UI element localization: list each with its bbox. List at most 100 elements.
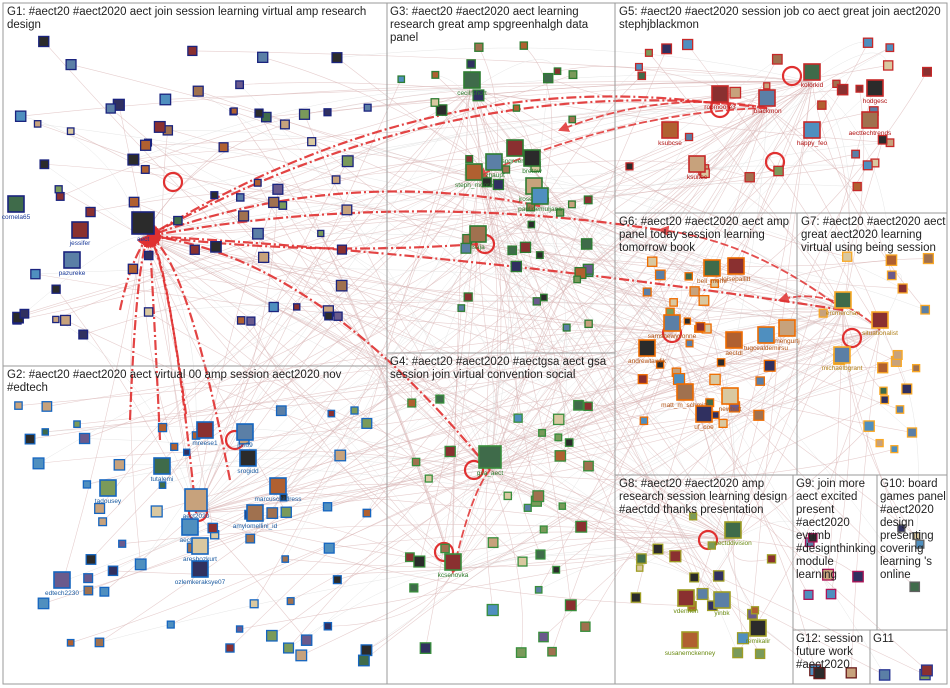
node-avatar: [567, 200, 576, 209]
edge: [35, 273, 673, 334]
node-avatar: [254, 108, 264, 118]
node-avatar: [895, 405, 905, 414]
node-label: steph_moore: [455, 182, 493, 189]
strong-edge: [557, 101, 768, 132]
node-avatar: [363, 103, 372, 112]
node-avatar: [684, 272, 693, 281]
edge: [147, 142, 734, 541]
node-avatar: [317, 229, 325, 238]
node-avatar: [323, 621, 333, 631]
node-avatar: [507, 245, 518, 256]
edge: [541, 107, 768, 434]
node-avatar: [716, 358, 726, 367]
edge: [477, 243, 928, 671]
node-avatar: [37, 597, 50, 610]
edge: [133, 89, 473, 160]
edge: [88, 332, 673, 579]
edge: [336, 57, 541, 207]
labelled-node-avatar: [871, 311, 889, 329]
node-label: ksuitec: [687, 174, 708, 181]
node-avatar: [246, 316, 256, 326]
node-label: loisepallitt: [722, 276, 751, 283]
node-avatar: [568, 70, 578, 80]
node-avatar: [583, 195, 593, 205]
edge: [671, 71, 928, 334]
labelled-node-avatar: [681, 631, 699, 649]
node-avatar: [818, 308, 828, 318]
edges-layer: [16, 41, 929, 676]
node-avatar: [513, 413, 523, 423]
node-avatar: [906, 427, 918, 438]
labelled-node-avatar: [131, 211, 155, 235]
labelled-node-avatar: [184, 488, 208, 512]
labelled-node-avatar: [63, 251, 81, 269]
node-avatar: [266, 507, 279, 519]
edge: [539, 205, 558, 298]
node-avatar: [753, 409, 765, 421]
edge: [635, 81, 813, 598]
labelled-node-avatar: [695, 405, 713, 423]
edge: [195, 512, 693, 607]
strong-edge: [146, 230, 844, 312]
edge: [471, 59, 558, 91]
node-avatar: [540, 293, 548, 302]
node-avatar: [105, 103, 116, 114]
node-avatar: [851, 149, 861, 159]
node-avatar: [922, 66, 932, 77]
node-avatar: [575, 520, 588, 533]
edge: [195, 367, 917, 514]
node-avatar: [542, 72, 554, 84]
node-avatar: [32, 457, 45, 470]
edge: [284, 175, 479, 560]
self-loop: [463, 459, 485, 481]
node-label: aecttechtrends: [849, 130, 892, 137]
edge: [489, 364, 661, 471]
edge: [752, 81, 813, 615]
strong-edge: [146, 190, 541, 239]
edge: [589, 81, 813, 274]
edge: [195, 512, 410, 558]
edge: [539, 205, 810, 543]
node-avatar: [307, 137, 317, 147]
edge: [239, 82, 473, 91]
edge: [24, 81, 813, 315]
node-avatar: [14, 110, 27, 122]
edge: [477, 243, 926, 310]
edge: [366, 243, 479, 514]
edge: [142, 162, 875, 237]
node-avatar: [822, 568, 835, 581]
node-avatar: [654, 269, 666, 281]
node-avatar: [552, 565, 561, 574]
edge: [195, 483, 508, 514]
node-avatar: [140, 164, 150, 174]
node-avatar: [912, 532, 921, 541]
labelled-node-avatar: [725, 331, 743, 349]
node-avatar: [409, 583, 419, 593]
edge: [477, 175, 677, 373]
node-avatar: [281, 555, 290, 563]
group-label-g4: G4: #aect20 #aect2020 #aectgsa aect gsa …: [390, 356, 607, 381]
node-avatar: [642, 287, 652, 297]
node-avatar: [457, 304, 466, 312]
edge: [277, 189, 673, 334]
node-label: amylomellini_id: [233, 523, 278, 530]
edge: [477, 160, 750, 178]
node-avatar: [466, 59, 476, 69]
node-avatar: [682, 38, 694, 51]
node-avatar: [54, 185, 63, 194]
edge: [90, 189, 541, 213]
node-avatar: [877, 134, 888, 145]
edge: [811, 52, 889, 83]
edge: [687, 307, 844, 322]
node-avatar: [268, 301, 279, 313]
node-avatar: [763, 82, 771, 90]
node-label: ozlemkeraksye07: [175, 579, 226, 586]
edge: [301, 329, 881, 656]
node-label: vdennen: [674, 608, 699, 615]
group-label-g10: G10: board games panel #aect2020 design …: [880, 478, 946, 581]
strong-edge: [146, 230, 491, 471]
edge: [495, 107, 768, 453]
group-label-g8: G8: #aect20 #aect2020 amp research sessi…: [619, 478, 788, 516]
node-avatar: [279, 119, 290, 130]
